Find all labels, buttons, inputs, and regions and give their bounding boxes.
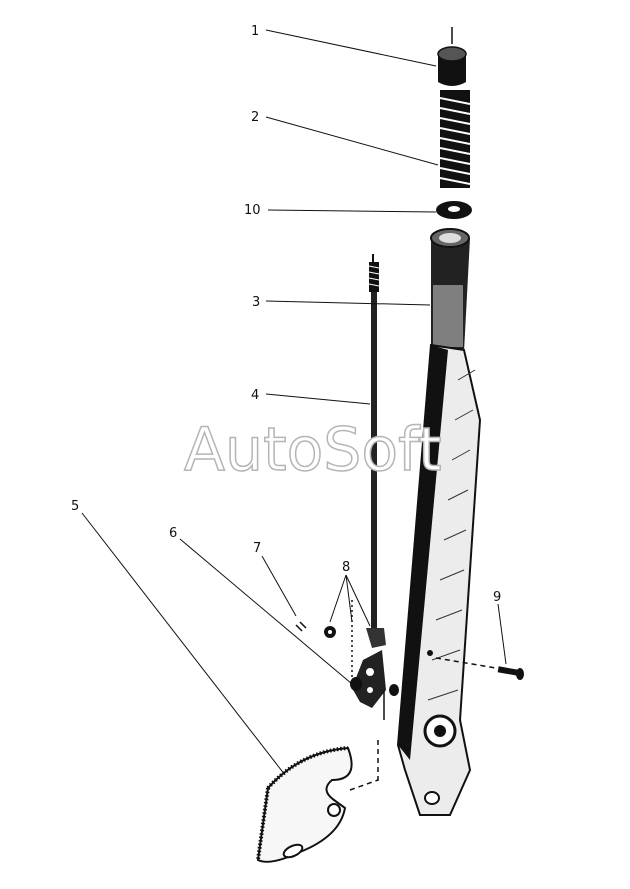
callout-9: 9 (493, 590, 501, 605)
callout-4: 4 (251, 388, 259, 403)
callouts: 1 2 10 3 4 5 6 7 8 9 (71, 24, 501, 605)
callout-10: 10 (244, 203, 261, 218)
callout-3: 3 (252, 295, 260, 310)
callout-6: 6 (169, 526, 177, 541)
part-10-washer (436, 201, 472, 219)
leader-lines (81, 29, 507, 776)
callout-2: 2 (251, 110, 259, 125)
part-1-cap (437, 27, 467, 86)
part-4-rod (368, 254, 380, 628)
callout-7: 7 (253, 541, 261, 556)
part-2-spring (439, 90, 471, 188)
part-9-bolt (435, 657, 524, 680)
callout-8: 8 (342, 560, 350, 575)
lever-arm (396, 343, 482, 816)
pawl-mechanism (295, 600, 399, 720)
callout-5: 5 (71, 499, 79, 514)
watermark: AutoSoft (184, 415, 442, 485)
part-3-upper-tube (430, 228, 470, 352)
part-5-toothed-sector (256, 740, 379, 863)
callout-1: 1 (251, 24, 259, 39)
